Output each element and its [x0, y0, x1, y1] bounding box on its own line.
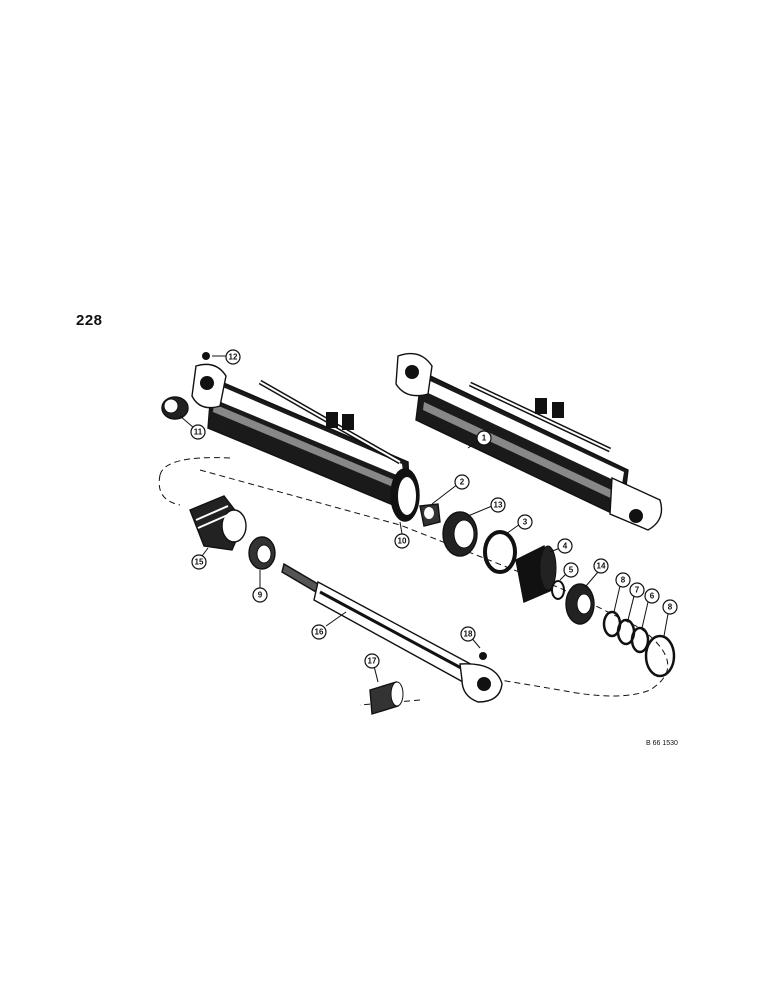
cylinder-barrel-left — [191, 363, 420, 522]
svg-text:17: 17 — [368, 657, 377, 666]
svg-text:5: 5 — [569, 566, 574, 575]
o-ring-5 — [551, 580, 565, 600]
callout-8b: 8 — [662, 599, 678, 615]
packing-4 — [515, 544, 557, 603]
callout-1: 1 — [476, 430, 492, 446]
ring-6 — [630, 626, 650, 654]
callout-12: 12 — [225, 349, 241, 365]
svg-text:15: 15 — [195, 558, 204, 567]
piston-13 — [442, 511, 478, 557]
svg-text:2: 2 — [460, 478, 465, 487]
callout-7: 7 — [629, 582, 645, 598]
svg-text:10: 10 — [398, 537, 407, 546]
svg-text:16: 16 — [315, 628, 324, 637]
cylinder-assembly-right — [395, 352, 663, 531]
callout-18: 18 — [460, 626, 476, 642]
callout-8a: 8 — [615, 572, 631, 588]
svg-text:3: 3 — [523, 518, 528, 527]
svg-text:1: 1 — [482, 434, 487, 443]
callout-15: 15 — [191, 554, 207, 570]
callout-17: 17 — [364, 653, 380, 669]
piston-rod-16 — [281, 562, 503, 703]
svg-text:18: 18 — [464, 630, 473, 639]
cylinder-head-15 — [189, 495, 247, 551]
svg-text:8: 8 — [621, 576, 626, 585]
svg-text:6: 6 — [650, 592, 655, 601]
callout-5: 5 — [563, 562, 579, 578]
callout-13: 13 — [490, 497, 506, 513]
bushing-17 — [369, 681, 404, 715]
callout-10: 10 — [394, 533, 410, 549]
drawing-reference-code: B 66 1530 — [646, 740, 678, 747]
callout-11: 11 — [190, 424, 206, 440]
svg-text:13: 13 — [494, 501, 503, 510]
ring-3 — [483, 530, 517, 574]
callout-9: 9 — [252, 587, 268, 603]
ring-8b — [644, 634, 676, 678]
callout-6: 6 — [644, 588, 660, 604]
grease-fitting-18 — [479, 652, 487, 660]
svg-text:4: 4 — [563, 542, 568, 551]
callout-4: 4 — [557, 538, 573, 554]
callout-3: 3 — [517, 514, 533, 530]
wiper-seal-9 — [248, 536, 276, 570]
svg-text:8: 8 — [668, 603, 673, 612]
gland-14 — [565, 583, 595, 625]
callout-14: 14 — [593, 558, 609, 574]
callout-16: 16 — [311, 624, 327, 640]
svg-text:9: 9 — [258, 591, 263, 600]
assembly-dashed-outline-left — [158, 474, 181, 506]
svg-text:7: 7 — [635, 586, 640, 595]
callout-2: 2 — [454, 474, 470, 490]
page-number: 228 — [76, 312, 103, 329]
grease-fitting-12 — [202, 352, 210, 360]
svg-text:11: 11 — [194, 428, 203, 437]
svg-text:12: 12 — [229, 353, 238, 362]
svg-text:14: 14 — [597, 562, 606, 571]
